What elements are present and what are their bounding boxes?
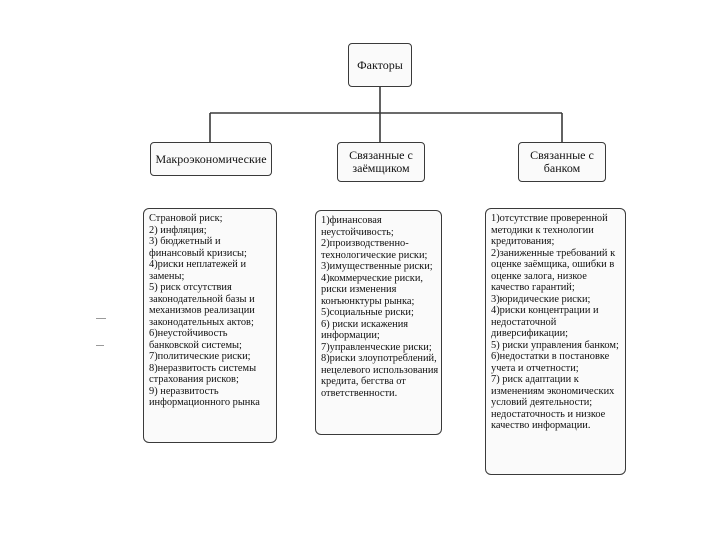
list-item: 2) инфляция; — [149, 224, 207, 236]
list-item: законодательной базы и — [149, 293, 255, 305]
list-item: качество гарантий; — [491, 282, 575, 293]
list-item: оценке залога, низкое — [491, 270, 587, 282]
category-bank-box: Связанные с банком — [518, 142, 606, 182]
list-item: учета и отчетности; — [491, 362, 579, 374]
list-item: недостаточной — [491, 316, 557, 328]
list-item: законодательных актов; — [149, 316, 254, 328]
list-item: 7)политические риски; — [149, 351, 251, 362]
list-item: 1)финансовая — [321, 215, 382, 226]
list-item: 3)имущественные риски; — [321, 261, 433, 272]
list-item: 7)управленческие риски; — [321, 341, 432, 353]
category-bank-label: Связанные с банком — [530, 148, 594, 175]
scan-artifact-mark — [96, 345, 104, 346]
scan-artifact-mark — [96, 318, 106, 319]
list-item: 4)риски концентрации и — [491, 305, 599, 316]
list-item: 4)коммерческие риски, — [321, 272, 423, 284]
list-item: информационного рынка — [149, 397, 260, 408]
list-item: страхования рисков; — [149, 374, 239, 385]
list-item: технологические риски; — [321, 249, 428, 261]
category-borrower-box: Связанные с заёмщиком — [337, 142, 425, 182]
list-item: нецелевого использования — [321, 364, 439, 376]
list-item: 5) риски управления банком; — [491, 339, 619, 351]
list-item: 8)неразвитость системы — [149, 362, 257, 374]
list-item: 2)заниженные требований к — [491, 247, 616, 259]
list-item: ответственности. — [321, 387, 398, 399]
list-item: качество информации. — [491, 420, 591, 431]
macroeconomic-risks-list: Страновой риск; 2) инфляция; 3) бюджетны… — [143, 208, 277, 443]
list-item: 5) риск отсутствия — [149, 282, 232, 293]
list-item: 8)риски злоупотреблений, — [321, 353, 437, 364]
list-item: 1)отсутствие проверенной — [491, 213, 608, 224]
list-item: оценке заёмщика, ошибки в — [491, 259, 615, 270]
list-item: кредита, бегства от — [321, 376, 406, 387]
root-label: Факторы — [357, 57, 403, 72]
borrower-risks-list: 1)финансовая неустойчивость; 2)производс… — [315, 210, 442, 435]
list-item: методики к технологии — [491, 224, 594, 236]
category-macroeconomic-box: Макроэкономические — [150, 142, 272, 176]
list-item: банковской системы; — [149, 339, 242, 351]
list-item: 7) риск адаптации к — [491, 374, 579, 385]
list-item: конъюнктуры рынка; — [321, 295, 415, 307]
list-item: 3)юридические риски; — [491, 293, 591, 305]
list-item: финансовый кризисы; — [149, 247, 247, 259]
category-macroeconomic-label: Макроэкономические — [155, 151, 267, 166]
list-item: 4)риски неплатежей и — [149, 259, 247, 270]
list-item: информации; — [321, 330, 380, 341]
category-borrower-label: Связанные с заёмщиком — [349, 148, 413, 175]
list-item: риски изменения — [321, 284, 397, 295]
list-item: замены; — [149, 270, 185, 282]
list-item: 6)недостатки в постановке — [491, 351, 610, 362]
list-item: 6)неустойчивость — [149, 328, 228, 339]
list-item: недостаточность и низкое — [491, 408, 606, 420]
list-item: изменениям экономических — [491, 385, 615, 397]
list-item: 5)социальные риски; — [321, 307, 414, 318]
list-item: 3) бюджетный и — [149, 236, 221, 247]
list-item: механизмов реализации — [149, 305, 255, 316]
list-item: кредитования; — [491, 236, 555, 247]
root-factors-box: Факторы — [348, 43, 412, 87]
list-item: неустойчивость; — [321, 226, 394, 238]
list-item: Страновой риск; — [149, 213, 223, 224]
list-item: диверсификации; — [491, 328, 569, 339]
list-item: 9) неразвитость — [149, 385, 219, 397]
list-item: 6) риски искажения — [321, 318, 409, 330]
list-item: условий деятельности; — [491, 397, 593, 408]
list-item: 2)производственно- — [321, 238, 409, 249]
bank-risks-list: 1)отсутствие проверенной методики к техн… — [485, 208, 626, 475]
